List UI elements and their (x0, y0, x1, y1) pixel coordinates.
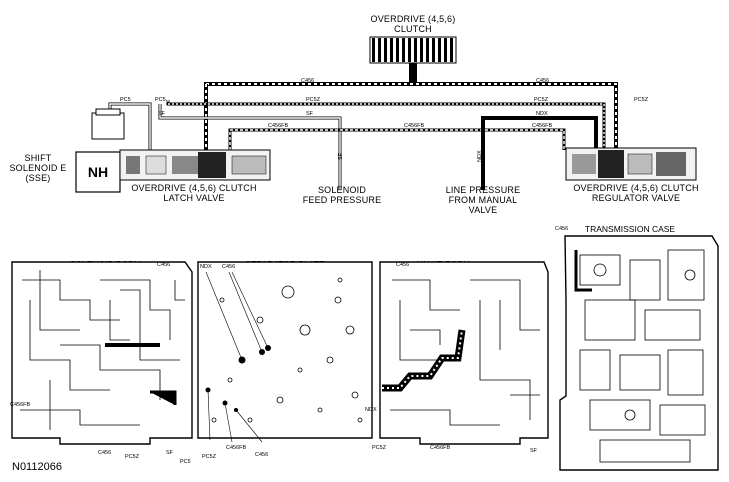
sp-callout-c456-bottom: C456 (255, 452, 268, 458)
sb-callout-c456fb: C456FB (10, 402, 31, 408)
valve-body-outline (379, 261, 549, 445)
c456fb-label-1: C456FB (268, 123, 289, 129)
line-pressure-label-3: VALVE (469, 205, 498, 215)
transmission-case-panel: TRANSMISSION CASE C456 (555, 224, 719, 471)
clutch-pack-plates (372, 38, 454, 62)
sf-label-2: SF (306, 111, 314, 117)
sb-callout-sf: SF (166, 450, 174, 456)
latch-valve-label-1: OVERDRIVE (4,5,6) CLUTCH (131, 183, 256, 193)
vb-callout-c456: C456 (396, 262, 409, 268)
pc5z-label-1: PC5Z (306, 97, 321, 103)
solenoid-body-outline (11, 261, 193, 445)
sf-vertical-label: SF (338, 152, 344, 160)
sp-callout-ndx: NDX (200, 264, 212, 270)
pc5-label-2: PC5 (155, 97, 166, 103)
sb-callout-pc5z: PC5Z (125, 454, 140, 460)
c456fb-label-3: C456FB (532, 123, 553, 129)
regulator-valve-label-1: OVERDRIVE (4,5,6) CLUTCH (573, 183, 698, 193)
vb-callout-c456fb: C456FB (430, 445, 451, 451)
figure-id: N0112066 (12, 461, 62, 473)
line-pressure-label-2: FROM MANUAL (449, 195, 518, 205)
pc5-label-1: PC5 (120, 97, 131, 103)
sb-callout-c456-top: C456 (157, 262, 170, 268)
sp-callout-pc5z: PC5Z (202, 454, 217, 460)
feed-pressure-label-1: SOLENOID (318, 185, 366, 195)
line-pressure-label-1: LINE PRESSURE (446, 185, 521, 195)
nh-marking: NH (88, 164, 108, 180)
transmission-case-title: TRANSMISSION CASE (585, 224, 676, 234)
vb-callout-sf: SF (530, 448, 538, 454)
c456fb-passage (228, 128, 566, 150)
sp-callout-c456-top: C456 (222, 264, 235, 270)
latch-valve: OVERDRIVE (4,5,6) CLUTCH LATCH VALVE (119, 149, 271, 203)
ndx-label-1: NDX (536, 111, 548, 117)
feed-pressure-label-2: FEED PRESSURE (303, 195, 382, 205)
ndx-passage (481, 116, 598, 190)
passage-labels: C456 C456 PC5 PC5 PC5Z PC5Z PC5Z SF SF C… (120, 78, 649, 162)
sb-callout-c456-bottom: C456 (98, 450, 111, 456)
regulator-valve-label-2: REGULATOR VALVE (592, 193, 680, 203)
shift-solenoid-label-3: (SSE) (25, 173, 50, 183)
hydraulic-passages (108, 82, 618, 190)
pc5z-label-3: PC5Z (634, 97, 649, 103)
clutch-feed-stem (409, 63, 417, 83)
tc-callout-c456: C456 (555, 226, 568, 232)
overdrive-clutch-label-1: OVERDRIVE (4,5,6) (371, 14, 456, 24)
latch-valve-label-2: LATCH VALVE (163, 193, 224, 203)
sf-label-1: SF (158, 111, 166, 117)
c456-label-right: C456 (536, 78, 549, 84)
pc5z-label-2: PC5Z (534, 97, 549, 103)
sb-callout-pc5: PC5 (180, 459, 191, 465)
separator-plate-outline (197, 261, 373, 439)
transmission-case-outline (559, 235, 719, 471)
regulator-valve: OVERDRIVE (4,5,6) CLUTCH REGULATOR VALVE (565, 147, 698, 203)
overdrive-clutch: OVERDRIVE (4,5,6) CLUTCH (369, 14, 457, 83)
ndx-vertical-label: NDX (477, 150, 483, 162)
solenoid-connector (91, 112, 125, 140)
shift-solenoid-label-1: SHIFT (25, 153, 52, 163)
c456fb-label-2: C456FB (404, 123, 425, 129)
vb-callout-ndx: NDX (365, 407, 377, 413)
separator-plate-panel: SEPARATOR PLATE NDX C456 PC5Z (197, 259, 373, 460)
overdrive-clutch-label-2: CLUTCH (394, 24, 432, 34)
shift-solenoid-e: NH SHIFT SOLENOID E (SSE) (9, 108, 125, 193)
vb-callout-pc5z: PC5Z (372, 445, 387, 451)
c456-label-left: C456 (301, 78, 314, 84)
shift-solenoid-label-2: SOLENOID E (9, 163, 66, 173)
solenoid-body-panel: SOLENOID BODY C456 C456FB C456 PC5Z SF P… (10, 259, 193, 465)
sp-callout-c456fb: C456FB (226, 445, 247, 451)
valve-body-panel: VALVE BODY C456 NDX PC5Z C456FB SF (365, 259, 549, 454)
